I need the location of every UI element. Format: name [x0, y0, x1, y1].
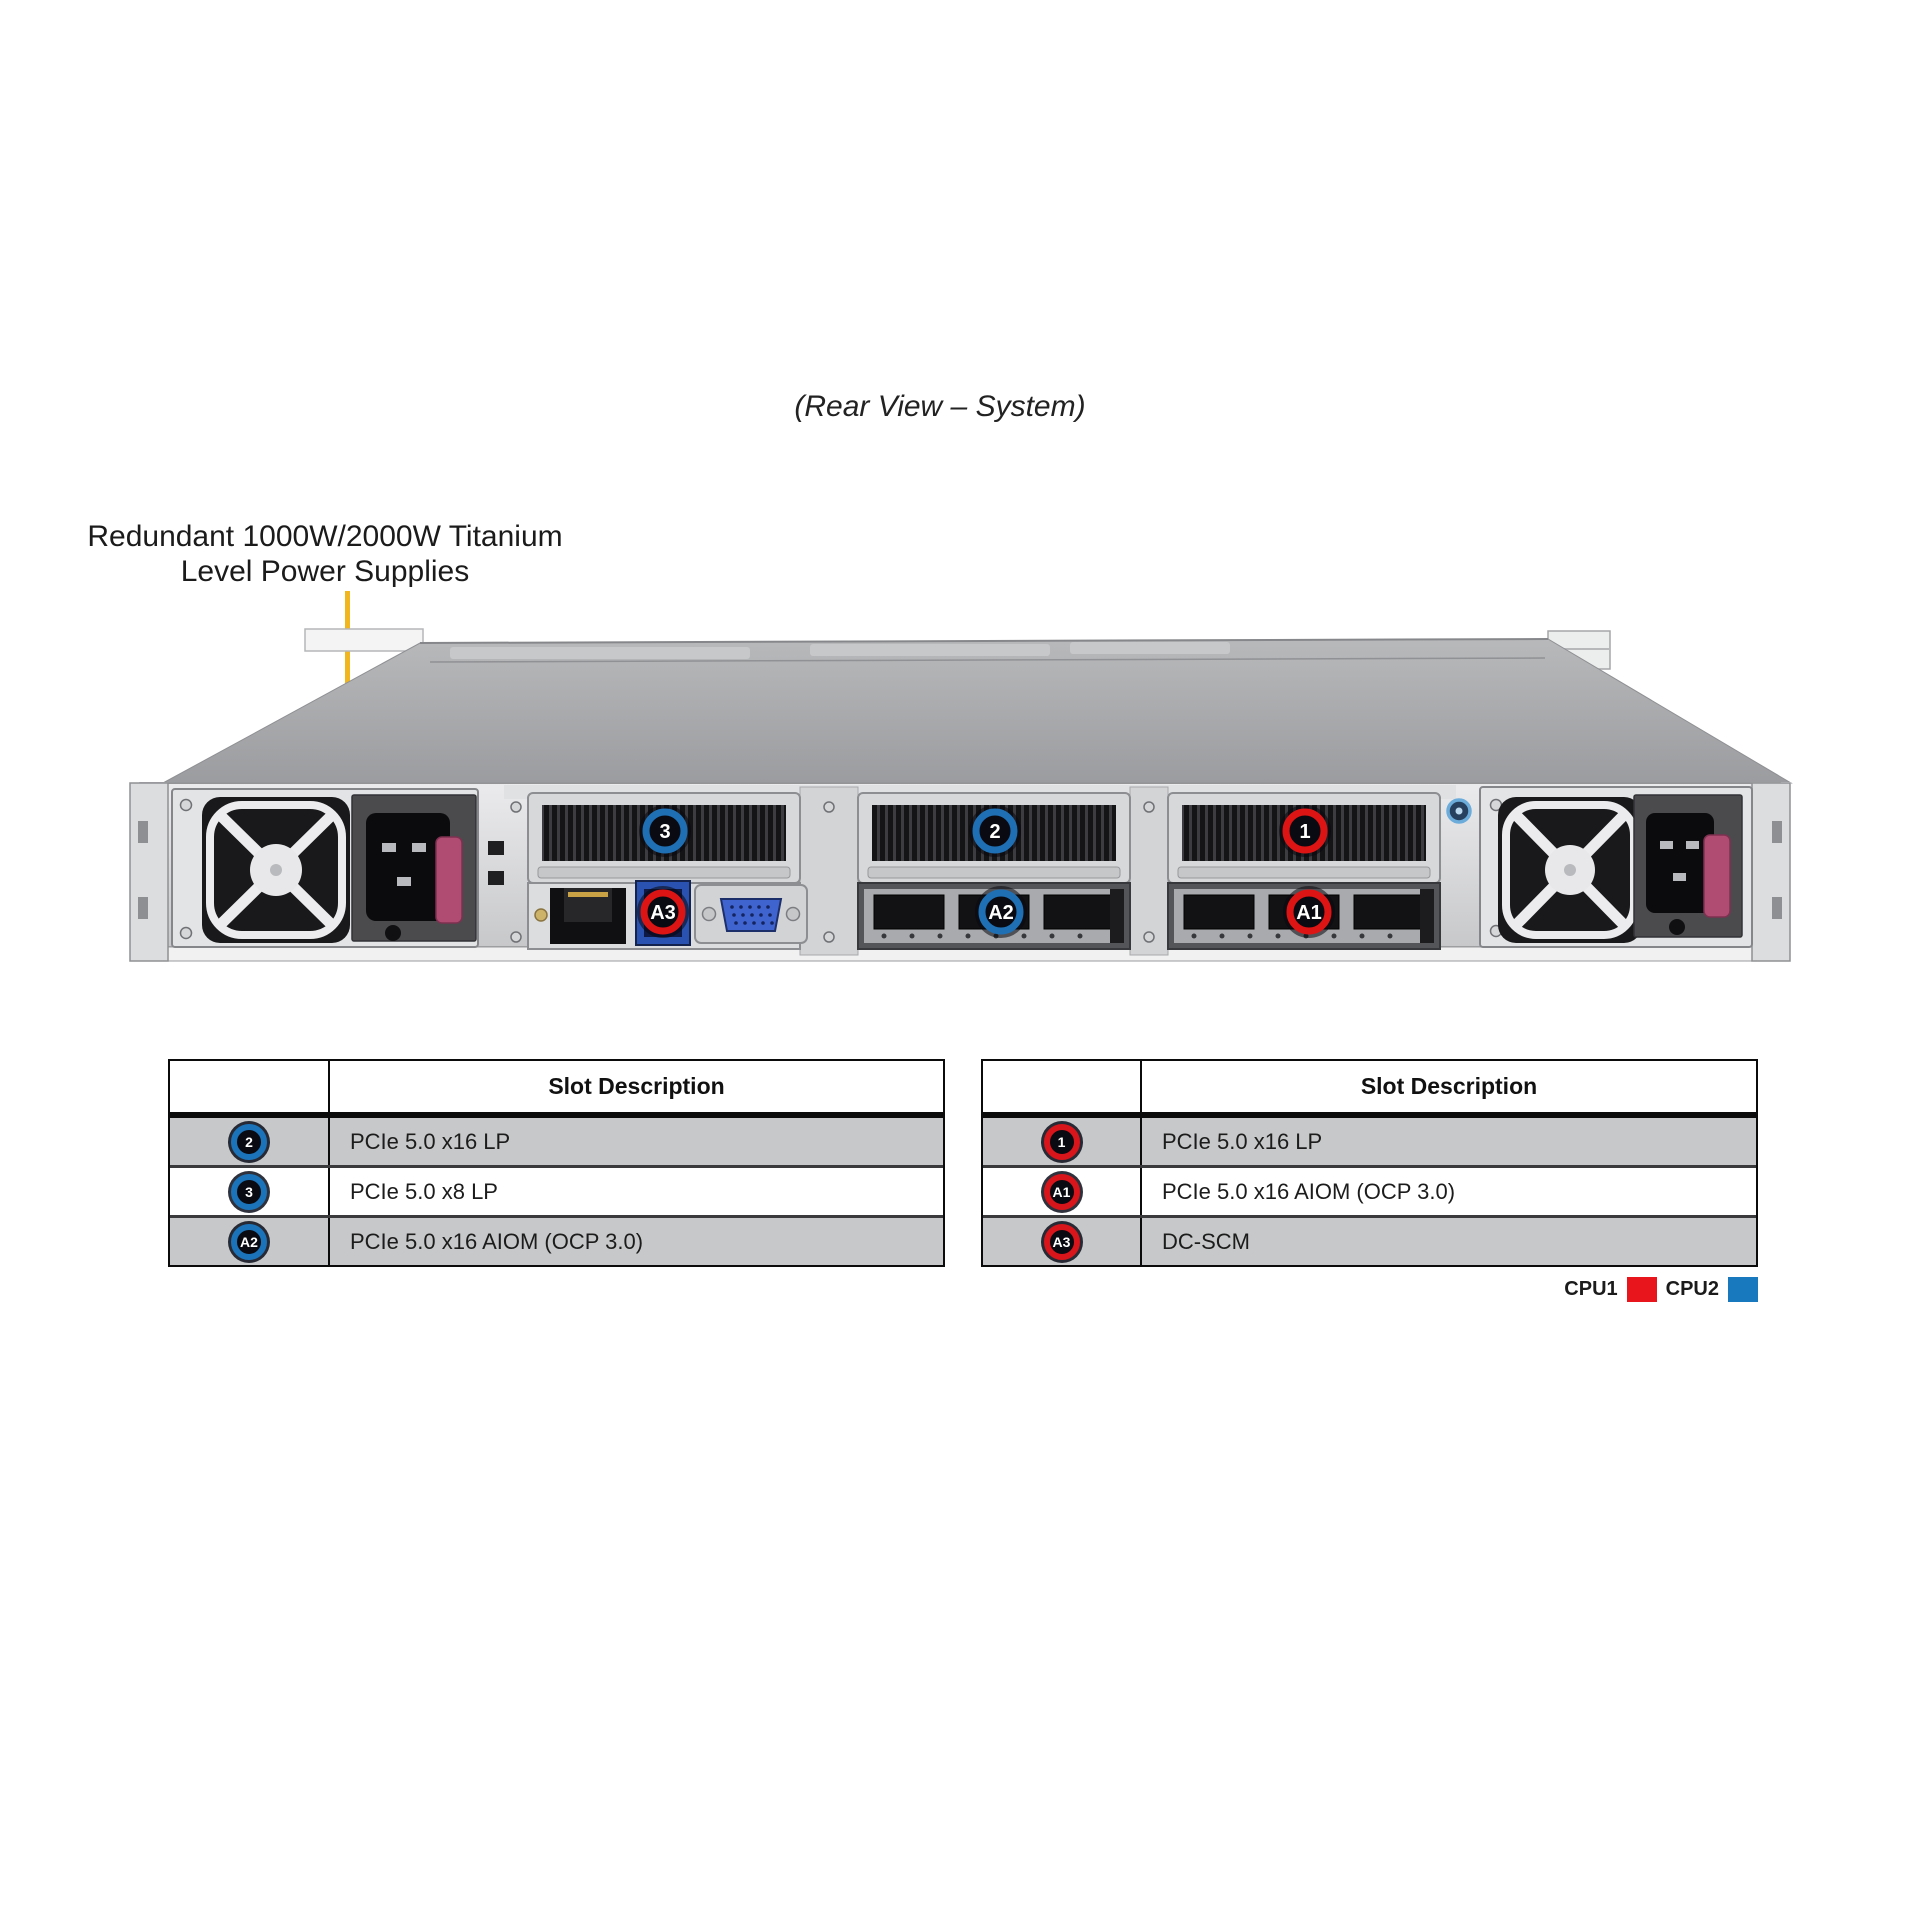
- callout-slot-a3: A3: [637, 886, 689, 938]
- vga-port: [694, 884, 808, 944]
- slot-table-cpu2: Slot Description 2 PCIe 5.0 x16 LP 3 PCI…: [168, 1059, 945, 1267]
- riser-slot-2: 2: [857, 792, 1131, 884]
- psu-annotation-line1: Redundant 1000W/2000W Titanium: [87, 520, 563, 553]
- cpu2-legend-label: CPU2: [1665, 1277, 1719, 1300]
- psu-ac-inlet: [351, 794, 477, 942]
- left-rail-tab: [304, 628, 424, 652]
- slot-description: PCIe 5.0 x8 LP: [350, 1178, 498, 1204]
- svg-text:A2: A2: [988, 902, 1014, 924]
- psu-fan-grill: [1498, 797, 1642, 943]
- slot-description: DC-SCM: [1162, 1228, 1250, 1254]
- slot-badge-a2: A2: [231, 1223, 267, 1260]
- riser-slot-3: 3: [527, 792, 801, 884]
- svg-text:1: 1: [1299, 821, 1310, 843]
- table-row: A2 PCIe 5.0 x16 AIOM (OCP 3.0): [170, 1215, 943, 1265]
- cpu-legend: CPU1 CPU2: [1408, 1272, 1758, 1306]
- psu-ac-inlet: [1633, 794, 1743, 938]
- psu-latch: [1703, 834, 1731, 918]
- panel-screw: [534, 908, 548, 922]
- slot-description-header: Slot Description: [1360, 1073, 1538, 1099]
- psu-latch: [435, 836, 463, 924]
- callout-slot-2: 2: [969, 805, 1021, 857]
- slot-badge-3: 3: [231, 1173, 267, 1210]
- cpu1-legend-label: CPU1: [1564, 1277, 1618, 1300]
- rear-view-title: (Rear View – System): [794, 390, 1086, 423]
- chassis-vent: [488, 871, 504, 885]
- right-rack-ear: [1751, 782, 1791, 962]
- callout-slot-a2: A2: [975, 886, 1027, 938]
- svg-text:2: 2: [989, 821, 1000, 843]
- svg-text:A1: A1: [1296, 902, 1322, 924]
- slot-badge-2: 2: [231, 1123, 267, 1160]
- io-divider-posts: [510, 786, 1169, 956]
- table-row: 1 PCIe 5.0 x16 LP: [983, 1118, 1756, 1165]
- aiom-slot-a2: A2: [857, 882, 1131, 950]
- psu-annotation: Redundant 1000W/2000W Titanium Level Pow…: [70, 519, 580, 589]
- left-rack-ear: [129, 782, 169, 962]
- svg-text:3: 3: [659, 821, 670, 843]
- slot-badge-a3: A3: [1043, 1223, 1080, 1260]
- left-power-supply: [171, 788, 479, 948]
- table-header-row: Slot Description: [170, 1061, 943, 1118]
- slot-badge-1: 1: [1043, 1123, 1080, 1160]
- header-corner-cell: [983, 1061, 1142, 1112]
- lid-vent: [450, 647, 750, 659]
- chassis-vent: [488, 841, 504, 855]
- cpu1-color-swatch: [1626, 1276, 1657, 1302]
- psu-annotation-line2: Level Power Supplies: [180, 555, 470, 588]
- slot-description-header: Slot Description: [548, 1073, 725, 1099]
- aiom-slot-a1: A1: [1167, 882, 1441, 950]
- header-corner-cell: [170, 1061, 330, 1112]
- slot-badge-a1: A1: [1043, 1173, 1080, 1210]
- slot-description: PCIe 5.0 x16 AIOM (OCP 3.0): [350, 1228, 644, 1254]
- table-header-row: Slot Description: [983, 1061, 1756, 1118]
- svg-text:A3: A3: [650, 902, 676, 924]
- slot-table-cpu1: Slot Description 1 PCIe 5.0 x16 LP A1 PC…: [981, 1059, 1758, 1267]
- table-row: 3 PCIe 5.0 x8 LP: [170, 1165, 943, 1215]
- cpu2-color-swatch: [1728, 1276, 1758, 1302]
- thumbscrew: [1446, 798, 1472, 824]
- rj45-port: [550, 888, 626, 944]
- psu-fan-grill: [202, 797, 350, 943]
- table-row: A1 PCIe 5.0 x16 AIOM (OCP 3.0): [983, 1165, 1756, 1215]
- riser-slot-1: 1: [1167, 792, 1441, 884]
- lid-vent: [810, 644, 1050, 656]
- lid-vent: [1070, 642, 1230, 654]
- server-rear-illustration: 3 2 1: [129, 628, 1793, 962]
- callout-slot-1: 1: [1279, 805, 1331, 857]
- slot-description: PCIe 5.0 x16 LP: [1162, 1128, 1323, 1154]
- table-row: A3 DC-SCM: [983, 1215, 1756, 1265]
- callout-slot-3: 3: [639, 805, 691, 857]
- chassis-lid: [162, 638, 1793, 784]
- dc-scm-panel: A3: [527, 880, 808, 950]
- right-power-supply: [1479, 786, 1753, 948]
- slot-description: PCIe 5.0 x16 AIOM (OCP 3.0): [1162, 1178, 1456, 1204]
- callout-slot-a1: A1: [1283, 886, 1335, 938]
- slot-description: PCIe 5.0 x16 LP: [350, 1128, 511, 1154]
- table-row: 2 PCIe 5.0 x16 LP: [170, 1118, 943, 1165]
